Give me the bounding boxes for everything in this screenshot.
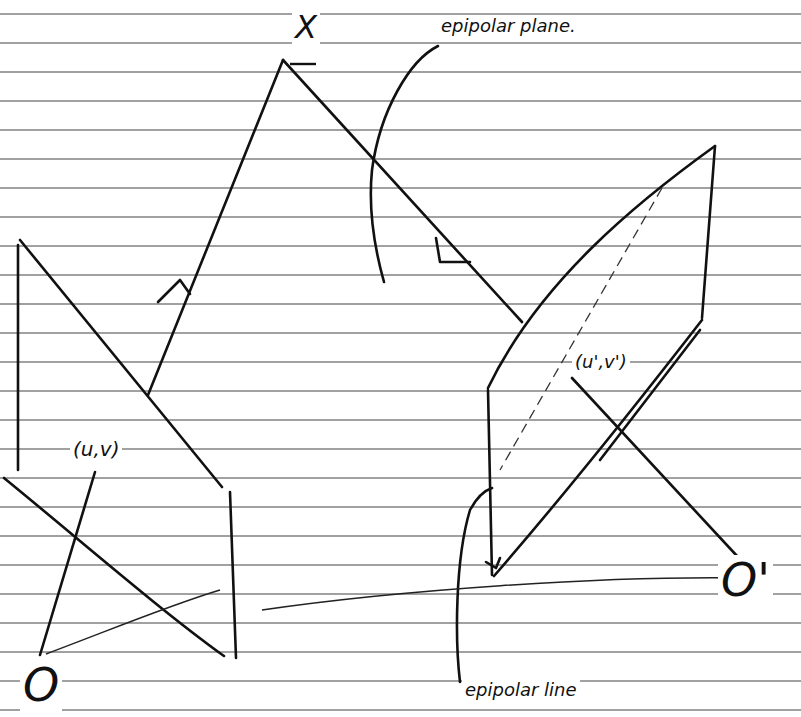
handwritten-label: X — [292, 10, 320, 45]
handwritten-label: epipolar plane. — [438, 16, 579, 36]
handwritten-label: (u,v) — [70, 438, 122, 460]
handwritten-label: O — [20, 660, 62, 711]
handwritten-label: O' — [718, 555, 773, 606]
handwritten-label: epipolar line — [462, 680, 580, 700]
handwritten-label: (u',v') — [572, 352, 630, 372]
